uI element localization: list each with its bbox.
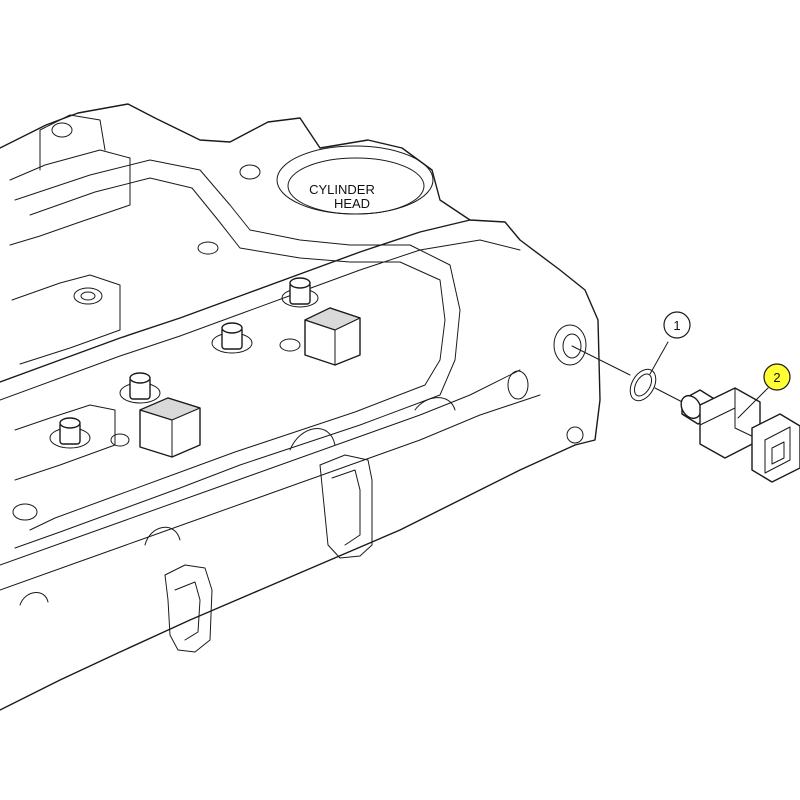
callout-2-circle — [763, 363, 791, 391]
callout-1-circle — [663, 311, 691, 339]
alignment-lines — [571, 345, 691, 407]
cylinder-head-label-line2: HEAD — [334, 196, 370, 211]
callout-2: 2 — [737, 363, 791, 419]
cylinder-head-label-line1: CYLINDER — [309, 182, 375, 197]
cylinder-head-label-boss: CYLINDER HEAD — [276, 145, 434, 215]
callout-2-number: 2 — [773, 370, 780, 385]
sensor-port — [507, 324, 587, 444]
pressure-sensor — [680, 387, 800, 483]
callout-1: 1 — [649, 311, 691, 375]
o-ring — [629, 368, 657, 402]
rocker-blocks — [139, 307, 361, 458]
callout-1-number: 1 — [673, 318, 680, 333]
cylinder-head-body — [0, 103, 601, 711]
studs — [12, 122, 319, 521]
